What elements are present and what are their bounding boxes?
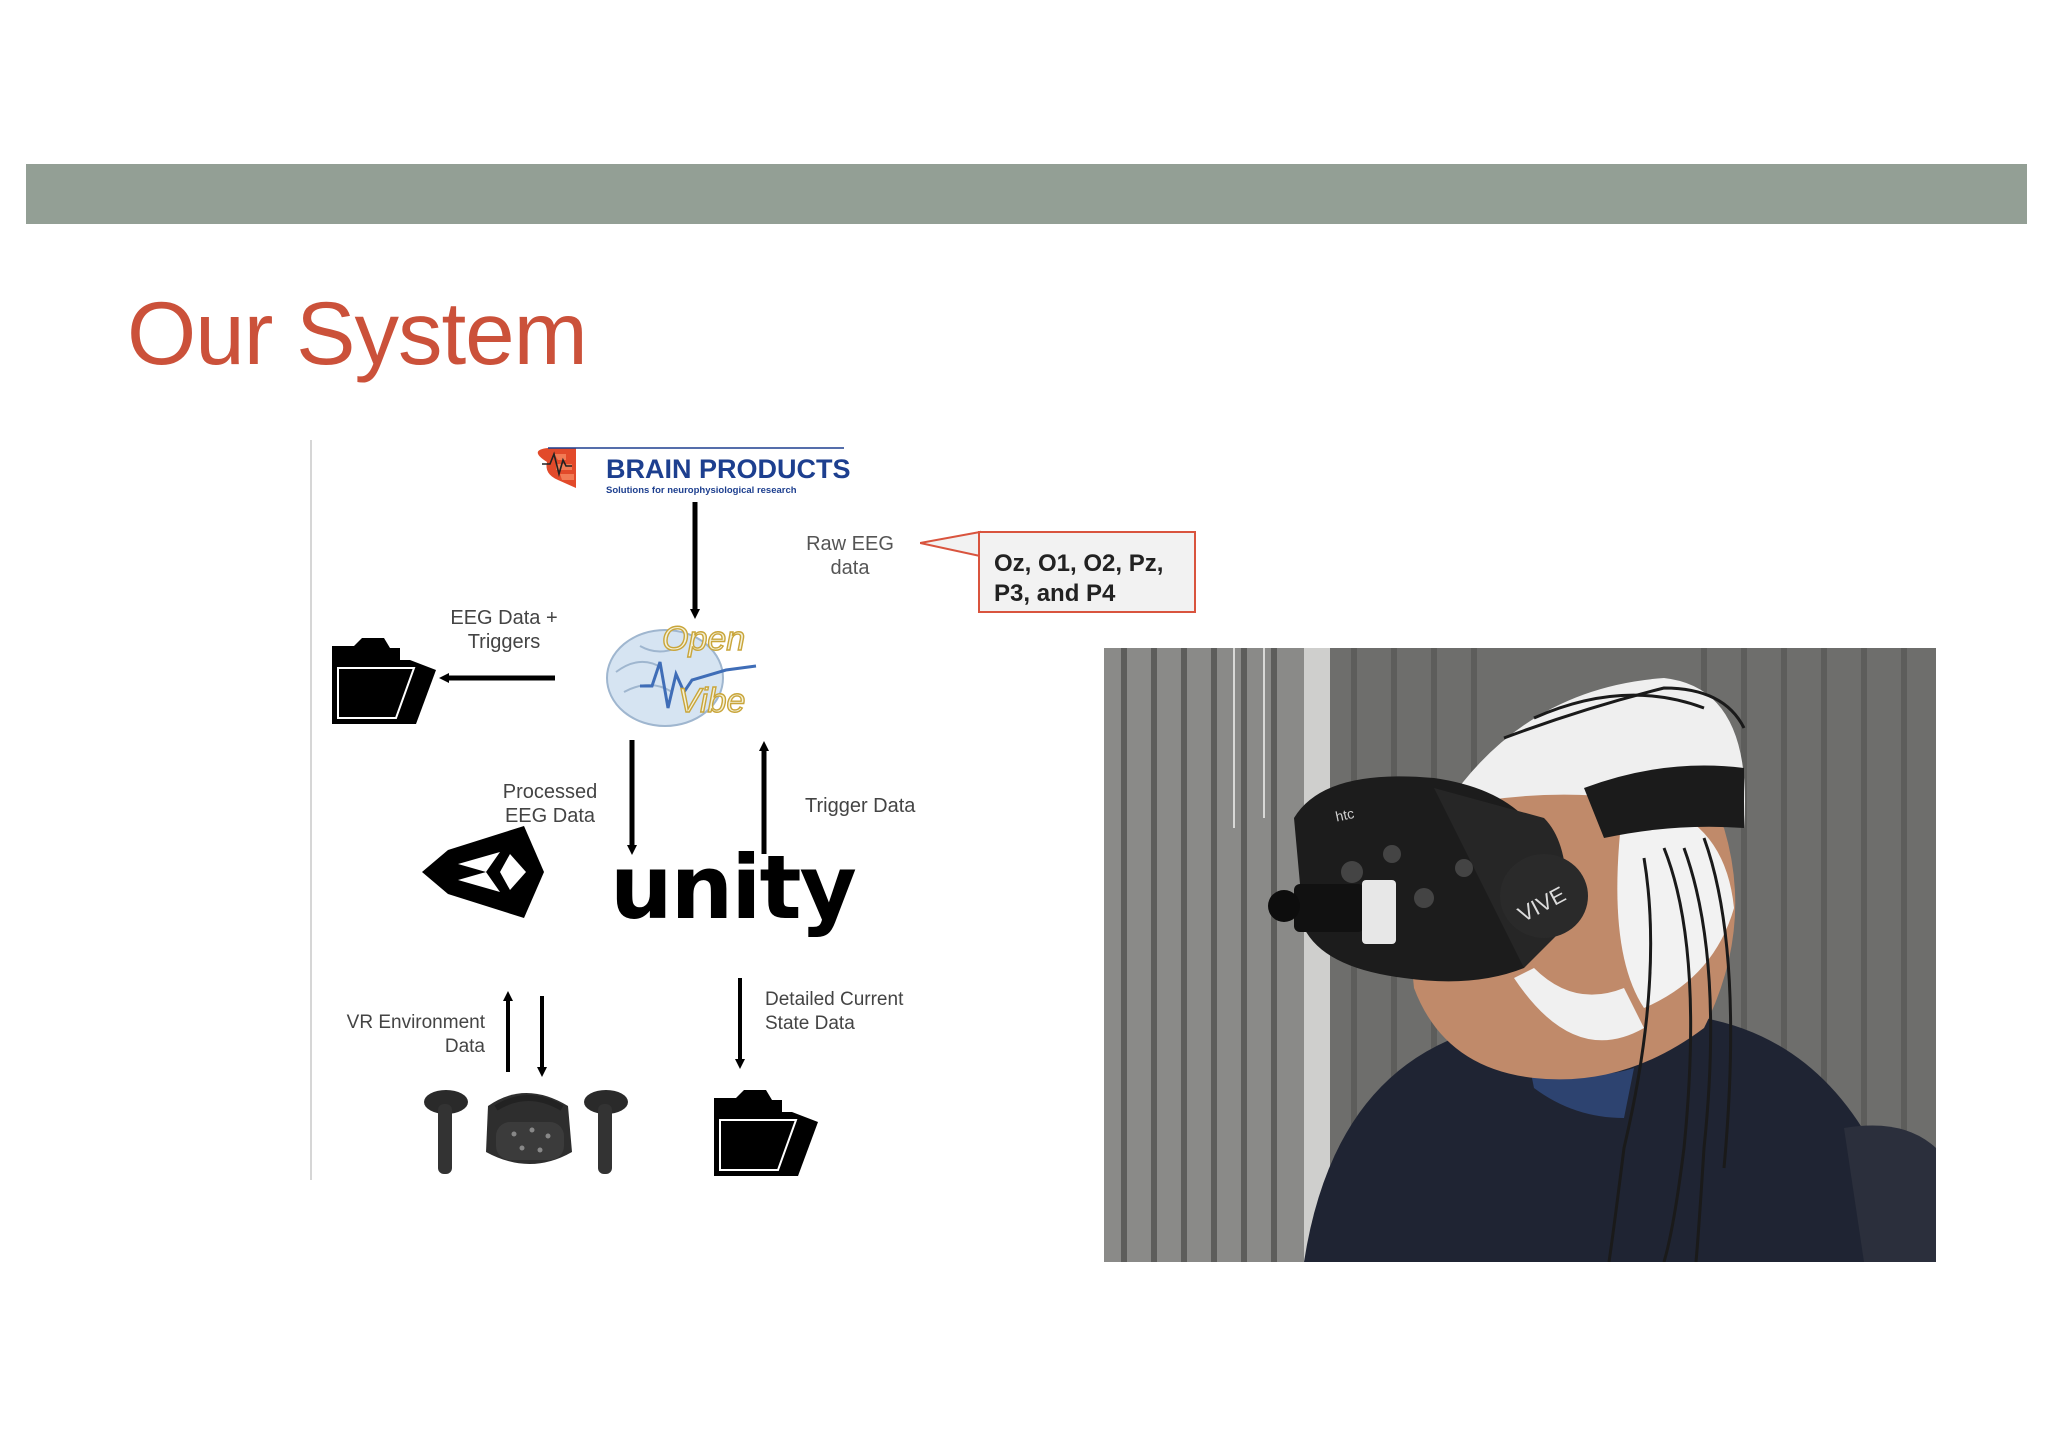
label-vr-env-2: Data: [445, 1036, 486, 1057]
unity-cube-icon: [422, 826, 544, 918]
brain-products-name: BRAIN PRODUCTS: [606, 454, 851, 484]
unity-logo: unity: [422, 826, 858, 939]
callout-line-1: Oz, O1, O2, Pz,: [994, 550, 1164, 577]
hoodie: [1304, 1018, 1916, 1262]
vr-controller-right-icon: [584, 1090, 628, 1174]
brain-products-tagline: Solutions for neurophysiological researc…: [606, 485, 797, 496]
label-detailed-2: State Data: [765, 1013, 855, 1034]
diagram-left-border: [310, 440, 312, 1180]
brain-products-mark: [537, 448, 576, 488]
callout-pointer: [920, 530, 982, 558]
label-processed-2: EEG Data: [505, 805, 596, 827]
brain-products-logo: BRAIN PRODUCTS Solutions for neurophysio…: [537, 447, 851, 496]
label-eeg-triggers-1: EEG Data +: [450, 607, 557, 629]
openvibe-logo: Open Vibe: [606, 619, 757, 727]
openvibe-brain-icon: [606, 629, 724, 727]
label-raw-eeg-2: data: [831, 557, 871, 579]
user-photo: VIVE htc: [1104, 648, 1936, 1262]
diagram-canvas: BRAIN PRODUCTS Solutions for neurophysio…: [332, 447, 916, 1176]
slide-title: Our System: [127, 283, 588, 383]
electrode-callout: Oz, O1, O2, Pz, P3, and P4: [978, 531, 1196, 613]
label-vr-env-1: VR Environment: [347, 1012, 486, 1033]
openvibe-wave: [640, 661, 757, 709]
unity-name: unity: [610, 836, 856, 939]
folder-icon: [332, 638, 436, 724]
callout-line-2: P3, and P4: [994, 580, 1116, 607]
system-diagram: BRAIN PRODUCTS Solutions for neurophysio…: [310, 440, 960, 1180]
label-trigger-data: Trigger Data: [805, 795, 916, 817]
folder-icon-bottom: [714, 1090, 818, 1176]
label-detailed-1: Detailed Current: [765, 989, 904, 1010]
vr-headset-icon: [486, 1093, 572, 1164]
vr-controller-left-icon: [424, 1090, 468, 1174]
top-band: [26, 164, 2027, 224]
label-eeg-triggers-2: Triggers: [468, 631, 541, 653]
headset-maker: htc: [1334, 805, 1356, 825]
vr-hardware-icon: [424, 1090, 628, 1174]
label-raw-eeg-1: Raw EEG: [806, 533, 894, 555]
vr-headset: VIVE htc: [1268, 765, 1744, 982]
openvibe-word2: Vibe: [678, 682, 745, 720]
label-processed-1: Processed: [503, 781, 598, 803]
openvibe-word1: Open: [662, 620, 745, 658]
photo-illustration: VIVE htc: [1104, 648, 1936, 1262]
